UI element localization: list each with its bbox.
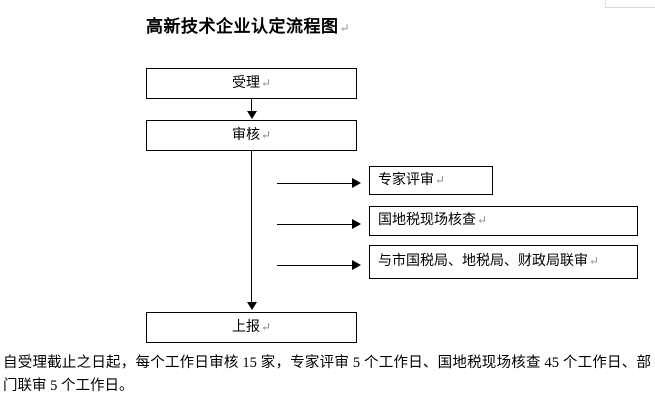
footnote-text: 自受理截止之日起，每个工作日审核 15 家，专家评审 5 个工作日、国地税现场核… bbox=[3, 355, 651, 394]
page-edge-artifact-vertical bbox=[605, 0, 606, 8]
flow-node-guodishui-xianchang-hecha-label: 国地税现场核查↵ bbox=[378, 213, 488, 228]
flow-node-lianshen[interactable]: 与市国税局、地税局、财政局联审↵ bbox=[369, 245, 638, 279]
connector-shouli-to-shenhe-arrowhead-icon bbox=[247, 111, 257, 119]
connector-to-lianshen-line bbox=[277, 265, 353, 266]
paragraph-mark-icon: ↵ bbox=[589, 254, 600, 268]
connector-shenhe-to-shangbao-arrowhead-icon bbox=[247, 302, 257, 310]
paragraph-mark-icon: ↵ bbox=[339, 21, 350, 35]
connector-to-guodishui-xianchang-hecha-line bbox=[277, 224, 353, 225]
paragraph-mark-icon: ↵ bbox=[260, 75, 272, 90]
connector-to-guodishui-xianchang-hecha-arrowhead-icon bbox=[352, 219, 361, 229]
flow-node-shangbao-label: 上报↵ bbox=[231, 319, 272, 335]
paragraph-mark-icon: ↵ bbox=[435, 172, 446, 187]
paragraph-mark-icon: ↵ bbox=[260, 127, 272, 142]
page-edge-artifact bbox=[605, 7, 655, 8]
flow-node-shouli-label: 受理↵ bbox=[231, 75, 272, 91]
flow-node-shenhe-label: 审核↵ bbox=[231, 127, 272, 143]
flow-node-shenhe[interactable]: 审核↵ bbox=[146, 120, 357, 151]
flow-node-shouli[interactable]: 受理↵ bbox=[146, 68, 357, 99]
flow-node-shangbao[interactable]: 上报↵ bbox=[146, 312, 357, 343]
flow-node-lianshen-label: 与市国税局、地税局、财政局联审↵ bbox=[378, 254, 600, 269]
connector-to-zhuanjia-pingshen-line bbox=[277, 183, 353, 184]
paragraph-mark-icon: ↵ bbox=[477, 213, 488, 227]
flow-node-zhuanjia-pingshen-label: 专家评审↵ bbox=[378, 172, 446, 188]
connector-shenhe-to-shangbao-line bbox=[251, 151, 252, 303]
page-title-text: 高新技术企业认定流程图 bbox=[146, 17, 339, 36]
connector-shouli-to-shenhe-line bbox=[251, 99, 252, 112]
connector-to-lianshen-arrowhead-icon bbox=[352, 260, 361, 270]
flow-node-zhuanjia-pingshen[interactable]: 专家评审↵ bbox=[369, 166, 493, 195]
flow-node-guodishui-xianchang-hecha[interactable]: 国地税现场核查↵ bbox=[369, 206, 638, 236]
paragraph-mark-icon: ↵ bbox=[260, 319, 272, 334]
page-title: 高新技术企业认定流程图↵ bbox=[146, 16, 350, 39]
connector-to-zhuanjia-pingshen-arrowhead-icon bbox=[352, 178, 361, 188]
